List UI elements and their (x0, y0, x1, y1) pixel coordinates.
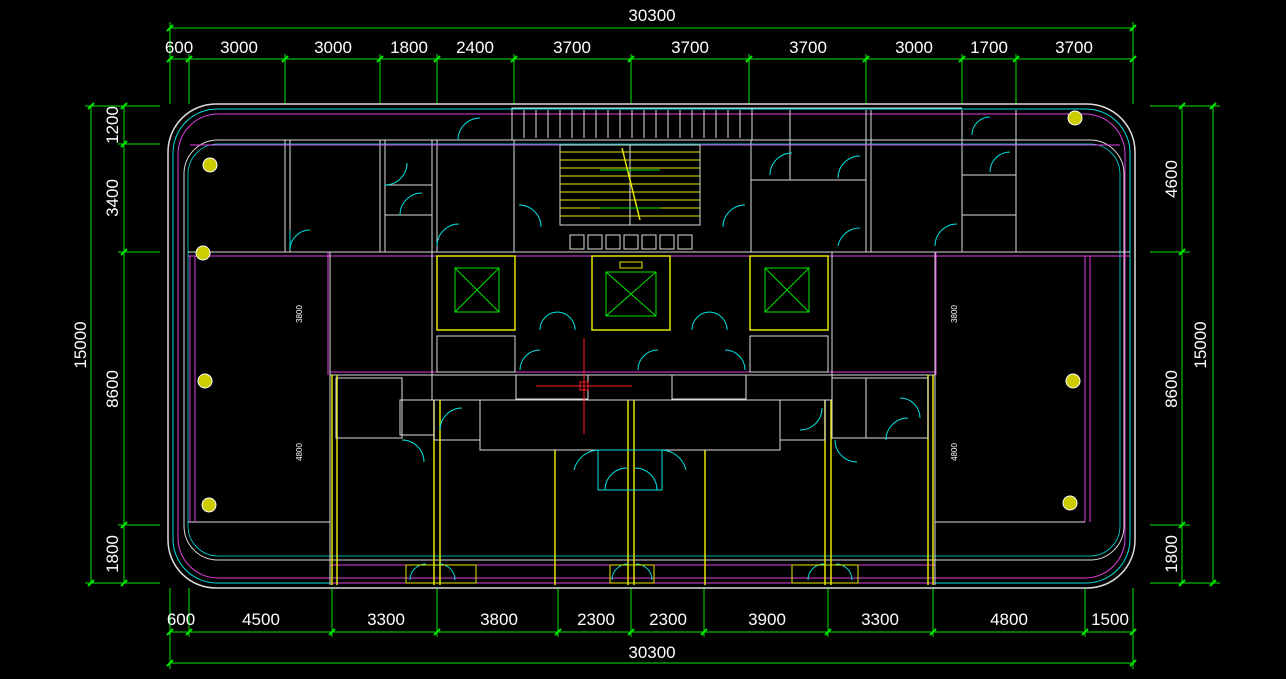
left-dimension-4: 1800 (103, 535, 122, 573)
right-dimension-2: 8600 (1162, 370, 1181, 408)
bottom-door-frames (405, 449, 859, 584)
bottom-dimension-1: 600 (167, 610, 195, 629)
columns (195, 110, 1083, 513)
top-dimension-5: 2400 (456, 38, 494, 57)
bottom-dimension-7: 3900 (748, 610, 786, 629)
dimension-lines (85, 22, 1220, 669)
left-dimension-2: 3400 (103, 179, 122, 217)
bottom-dimension-10: 1500 (1091, 610, 1129, 629)
top-dimension-11: 3700 (1055, 38, 1093, 57)
bottom-dimension-6: 2300 (649, 610, 687, 629)
top-dimension-8: 3700 (789, 38, 827, 57)
bottom-dimension-9: 4800 (990, 610, 1028, 629)
dimension-labels: 30300 600 3000 3000 1800 2400 3700 3700 … (71, 6, 1210, 662)
top-dimension-10: 1700 (970, 38, 1008, 57)
top-dimension-4: 1800 (390, 38, 428, 57)
staircase (511, 107, 753, 250)
top-dimension-7: 3700 (671, 38, 709, 57)
right-total-dimension: 15000 (1191, 321, 1210, 368)
bottom-dimension-8: 3300 (861, 610, 899, 629)
top-dimension-9: 3000 (895, 38, 933, 57)
left-total-dimension: 15000 (71, 321, 90, 368)
bottom-dimension-2: 4500 (242, 610, 280, 629)
right-dimension-1: 4600 (1162, 160, 1181, 198)
top-dimension-2: 3000 (220, 38, 258, 57)
inner-dim-left-upper: 3800 (295, 305, 304, 323)
bottom-dimension-3: 3300 (367, 610, 405, 629)
bottom-dimension-5: 2300 (577, 610, 615, 629)
top-dimension-3: 3000 (314, 38, 352, 57)
elevator-symbols (454, 261, 810, 317)
top-total-dimension: 30300 (628, 6, 675, 25)
right-dimension-3: 1800 (1162, 535, 1181, 573)
door-swings (289, 116, 1011, 581)
left-dimension-1: 1200 (103, 106, 122, 144)
inner-dim-right-lower: 4800 (950, 443, 959, 461)
top-dimension-1: 600 (165, 38, 193, 57)
inner-dim-left-lower: 4800 (295, 443, 304, 461)
bottom-dimension-4: 3800 (480, 610, 518, 629)
left-dimension-3: 8600 (103, 370, 122, 408)
axis-cursor (536, 338, 632, 434)
inner-dim-right-upper: 3800 (950, 305, 959, 323)
bottom-total-dimension: 30300 (628, 643, 675, 662)
top-dimension-6: 3700 (553, 38, 591, 57)
